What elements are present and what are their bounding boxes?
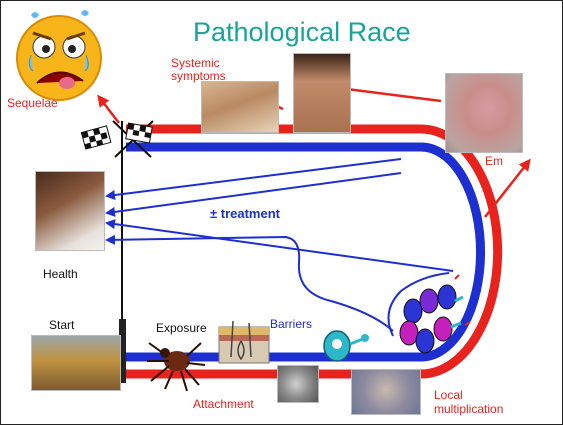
label-systemic-line1: Systemic [171,56,220,70]
label-start: Start [49,318,74,332]
label-local-line1: Local [434,388,463,402]
label-attachment: Attachment [193,397,254,411]
checkered-flag-icon [81,121,153,157]
cyclists-photo [31,335,121,391]
back-pain-photo [293,53,351,133]
attachment-micrograph-photo [277,365,319,403]
multiplication-micrograph-photo [351,369,421,415]
label-exposure: Exposure [156,321,207,335]
skin-layer-image [219,321,269,363]
label-treatment: ± treatment [210,206,280,221]
label-em: Em [485,154,503,168]
arrow-to-sequelae [99,97,119,123]
label-health: Health [43,267,78,281]
sad-face-icon [17,10,101,100]
label-sequelae: Sequelae [7,96,58,110]
slide-title: Pathological Race [193,17,411,48]
arrow-health-3 [107,223,453,271]
arrow-health-1 [107,159,401,196]
arrow-health-4 [107,237,287,240]
label-systemic-line2: symptoms [171,69,226,83]
label-local-line2: multiplication [434,402,503,416]
health-woman-photo [35,171,105,251]
label-barriers: Barriers [270,317,312,331]
headache-photo [201,81,279,133]
arrow-em-to-systemic [339,88,441,101]
erythema-rash-photo [445,73,523,153]
